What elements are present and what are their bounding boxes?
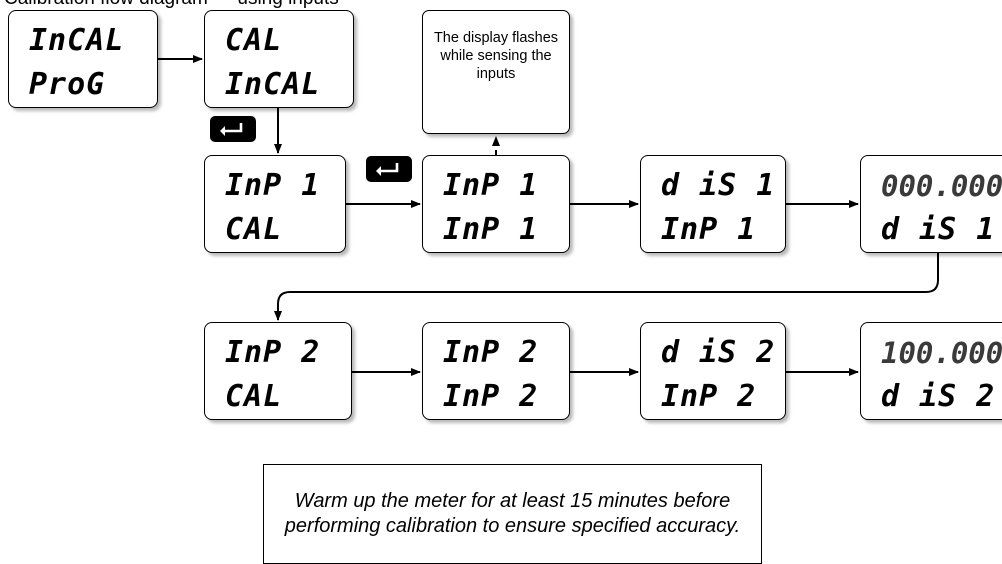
display-line-1: InCAL (29, 23, 125, 58)
display-value1-dis1: 000.000 d iS 1 (860, 155, 1002, 253)
display-line-2: d iS 1 (881, 212, 996, 247)
display-line-2: ProG (29, 67, 106, 102)
display-dis1-inp1: d iS 1 InP 1 (640, 155, 786, 253)
enter-key-icon (210, 116, 256, 142)
display-line-2: CAL (225, 379, 283, 414)
display-dis2-inp2: d iS 2 InP 2 (640, 322, 786, 420)
display-line-1: InP 1 (225, 168, 321, 203)
display-line-1: d iS 2 (661, 335, 776, 370)
diagram-caption: Calibration flow diagram — using inputs (4, 0, 339, 12)
display-line-2: InP 1 (661, 212, 757, 247)
display-inp1-inp1: InP 1 InP 1 (422, 155, 570, 253)
display-line-1: d iS 1 (661, 168, 776, 203)
display-line-2: InP 1 (443, 212, 539, 247)
flow-arrows (158, 55, 939, 376)
display-cal-incal: CAL InCAL (204, 10, 354, 108)
display-line-2: d iS 2 (881, 379, 996, 414)
display-value2-dis2: 100.000 d iS 2 (860, 322, 1002, 420)
display-value: 100.000 (881, 336, 1002, 370)
warning-box: Warm up the meter for at least 15 minute… (263, 464, 762, 564)
display-line-2: InCAL (225, 67, 321, 102)
display-line-1: CAL (225, 23, 283, 58)
display-inp2-cal: InP 2 CAL (204, 322, 352, 420)
arrow-wrap (274, 253, 939, 321)
display-inp1-cal: InP 1 CAL (204, 155, 346, 253)
display-line-1: InP 1 (443, 168, 539, 203)
display-inp2-inp2: InP 2 InP 2 (422, 322, 570, 420)
display-line-2: InP 2 (661, 379, 757, 414)
flash-note-text: The display flashes while sensing the in… (433, 30, 559, 82)
display-incal-prog: InCAL ProG (8, 10, 158, 108)
enter-key-icon (366, 156, 412, 182)
display-line-2: CAL (225, 212, 283, 247)
display-line-1: InP 2 (225, 335, 321, 370)
display-value: 000.000 (881, 169, 1002, 203)
display-line-1: InP 2 (443, 335, 539, 370)
flash-note: The display flashes while sensing the in… (422, 10, 570, 134)
warning-text: Warm up the meter for at least 15 minute… (284, 490, 741, 537)
display-line-2: InP 2 (443, 379, 539, 414)
